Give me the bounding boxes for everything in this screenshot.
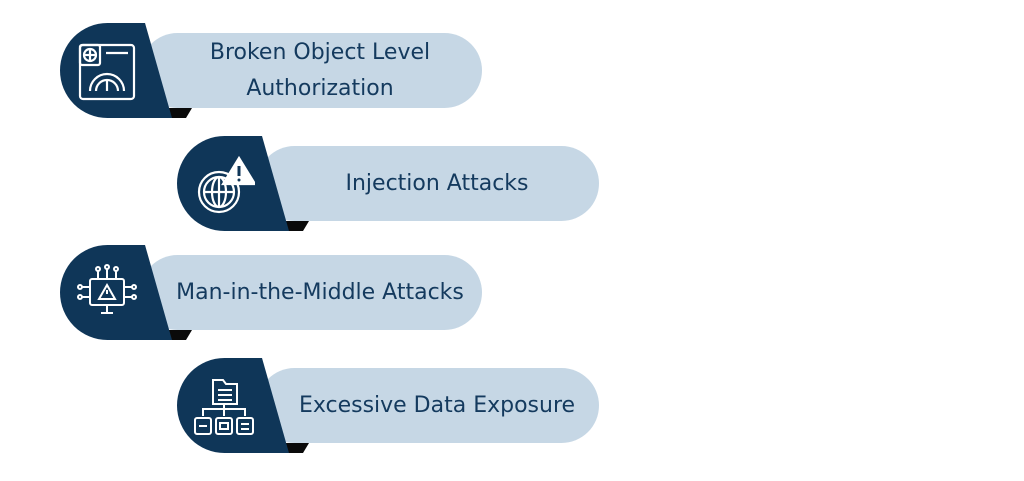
- item-man-in-the-middle-attacks: Man-in-the-Middle Attacks: [60, 245, 490, 345]
- globe-warning-icon: [197, 155, 255, 214]
- item-label: Excessive Data Exposure: [298, 392, 576, 418]
- item-label: Injection Attacks: [345, 170, 529, 196]
- folder-hierarchy-icon: [194, 379, 254, 435]
- monitor-circuit-warning-icon: [77, 264, 137, 314]
- item-excessive-data-exposure: Excessive Data Exposure: [177, 358, 607, 458]
- item-broken-object-level-authorization: Broken Object Level Authorization: [60, 23, 490, 123]
- item-label: Man-in-the-Middle Attacks: [176, 279, 464, 305]
- item-label: Broken Object Level Authorization: [209, 39, 431, 101]
- browser-gauge-icon: [78, 43, 136, 101]
- item-injection-attacks: Injection Attacks: [177, 136, 607, 236]
